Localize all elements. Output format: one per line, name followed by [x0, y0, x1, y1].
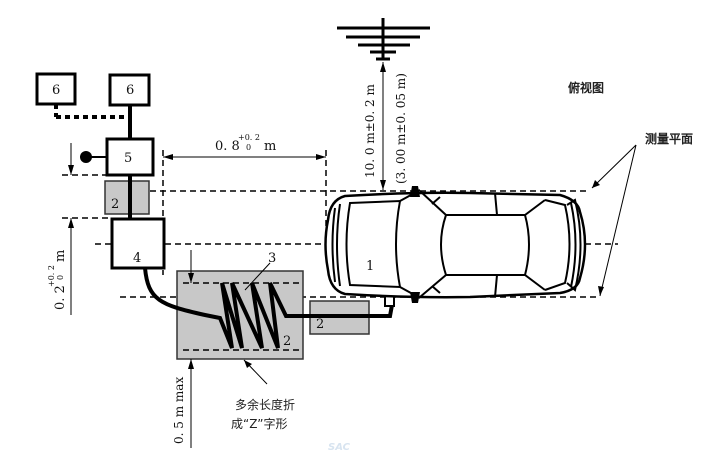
- optical-link-dotted: [54, 105, 128, 119]
- left-vertical-unit: m: [53, 250, 68, 262]
- cable-label-3-leader: [244, 262, 271, 291]
- antenna-distance-label: 10. 0 m±0. 2 m: [363, 84, 377, 178]
- measurement-plane-label: 测量平面: [645, 131, 693, 146]
- device-5: 5: [105, 137, 155, 177]
- excess-length-note-line2: 成“Z”字形: [231, 416, 287, 431]
- left-vertical-main: 0. 2: [53, 285, 68, 310]
- terminator-icon: [80, 151, 107, 163]
- excess-length-note-line1: 多余长度折: [235, 397, 295, 412]
- device-5-label: 5: [124, 151, 132, 166]
- horizontal-gap-tol-lower: 0: [246, 143, 251, 152]
- horizontal-gap-tol-upper: +0. 2: [238, 133, 260, 142]
- ground-plane-left-label: 2: [111, 197, 119, 212]
- horizontal-gap-unit: m: [264, 139, 276, 154]
- antenna-icon: [337, 18, 430, 61]
- measurement-plane-leaders: [591, 144, 637, 297]
- ground-plane-left: 2: [104, 180, 150, 215]
- device-6-left: 6: [35, 72, 77, 106]
- vehicle-top-view: 1: [324, 186, 587, 303]
- left-vertical-tol-upper: +0. 2: [47, 265, 56, 287]
- antenna-distance-dimension: [380, 62, 386, 190]
- harness-cable: [143, 267, 394, 349]
- ground-plane-right-label: 2: [316, 317, 324, 332]
- ground-plane-zigzag-label: 2: [283, 334, 291, 349]
- view-title: 俯视图: [568, 80, 604, 95]
- cable-label-3: 3: [268, 251, 276, 266]
- left-vertical-dimension: [68, 143, 74, 315]
- device-6-right-label: 6: [126, 83, 134, 98]
- device-6-left-label: 6: [52, 83, 60, 98]
- vehicle-label: 1: [366, 259, 374, 274]
- antenna-distance-alt-label: (3. 00 m±0. 05 m): [394, 73, 408, 184]
- device-4-label: 4: [133, 251, 141, 266]
- bottom-vertical-label: 0. 5 m max: [172, 377, 186, 444]
- horizontal-gap-dimension: [163, 154, 326, 160]
- bottom-vertical-dimension: [188, 250, 194, 448]
- excess-length-leader: [243, 359, 268, 385]
- left-vertical-tol-lower: 0: [56, 275, 65, 280]
- device-4: 4: [110, 217, 166, 270]
- device-6-right: 6: [108, 73, 151, 107]
- horizontal-gap-main: 0. 8: [215, 139, 240, 154]
- sac-watermark: SAC: [328, 442, 351, 453]
